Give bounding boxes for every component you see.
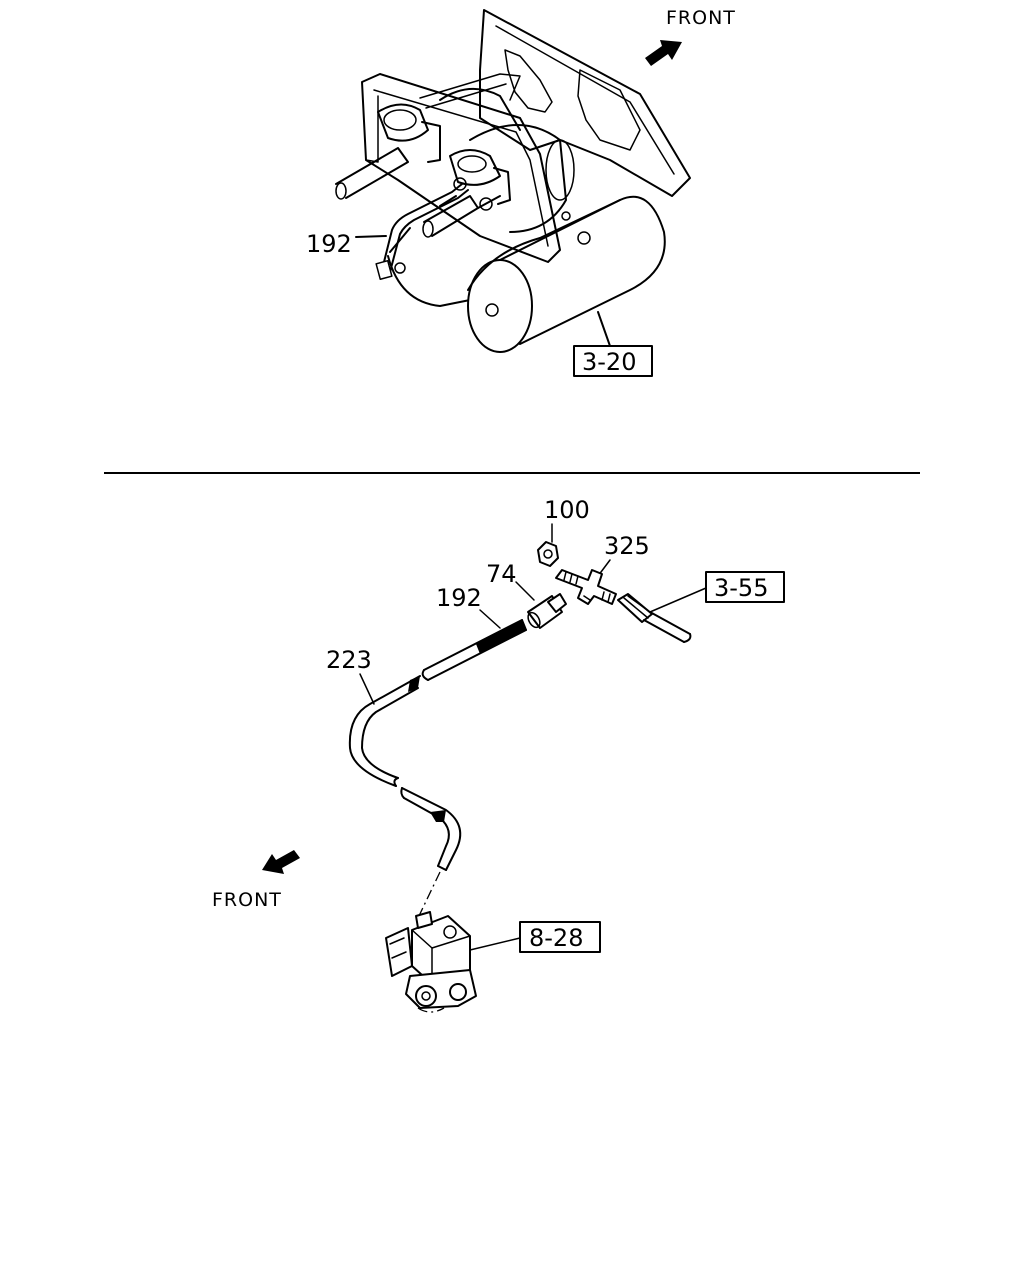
callout-192-lower: 192 [436, 584, 482, 612]
pipe-192 [421, 619, 527, 681]
front-arrow-lower-icon [262, 850, 300, 874]
nut-100 [537, 541, 559, 567]
rear-air-tank [439, 87, 575, 233]
ref-3-55: 3-55 [714, 574, 768, 602]
hose-leader [355, 235, 387, 238]
callout-223: 223 [326, 646, 372, 674]
ref-box-3-55 [705, 571, 785, 603]
tank-leader [597, 311, 611, 347]
front-label: FRONT [666, 7, 736, 29]
connector-3-55 [617, 593, 692, 643]
valve-8-28 [385, 911, 477, 1013]
callout-192: 192 [306, 230, 352, 258]
upper-fittings [335, 103, 511, 238]
front-arrow-icon [645, 40, 682, 66]
callout-100: 100 [544, 496, 590, 524]
ref-box-8-28 [519, 921, 601, 953]
callout-325: 325 [604, 532, 650, 560]
callout-74: 74 [486, 560, 517, 588]
hose-223 [348, 675, 462, 871]
tee-fitting-325 [555, 569, 617, 605]
ref-box-3-20 [573, 345, 653, 377]
ref-3-20: 3-20 [582, 348, 636, 376]
upper-view: FRONT [306, 7, 736, 377]
upper-hose-192 [375, 183, 469, 281]
ref-8-28: 8-28 [529, 924, 583, 952]
sleeve-74 [527, 593, 567, 629]
front-label-lower: FRONT [212, 889, 282, 911]
front-air-tank [387, 195, 666, 353]
mounting-bracket [361, 9, 691, 263]
lower-view: 100 325 74 [212, 496, 785, 1013]
